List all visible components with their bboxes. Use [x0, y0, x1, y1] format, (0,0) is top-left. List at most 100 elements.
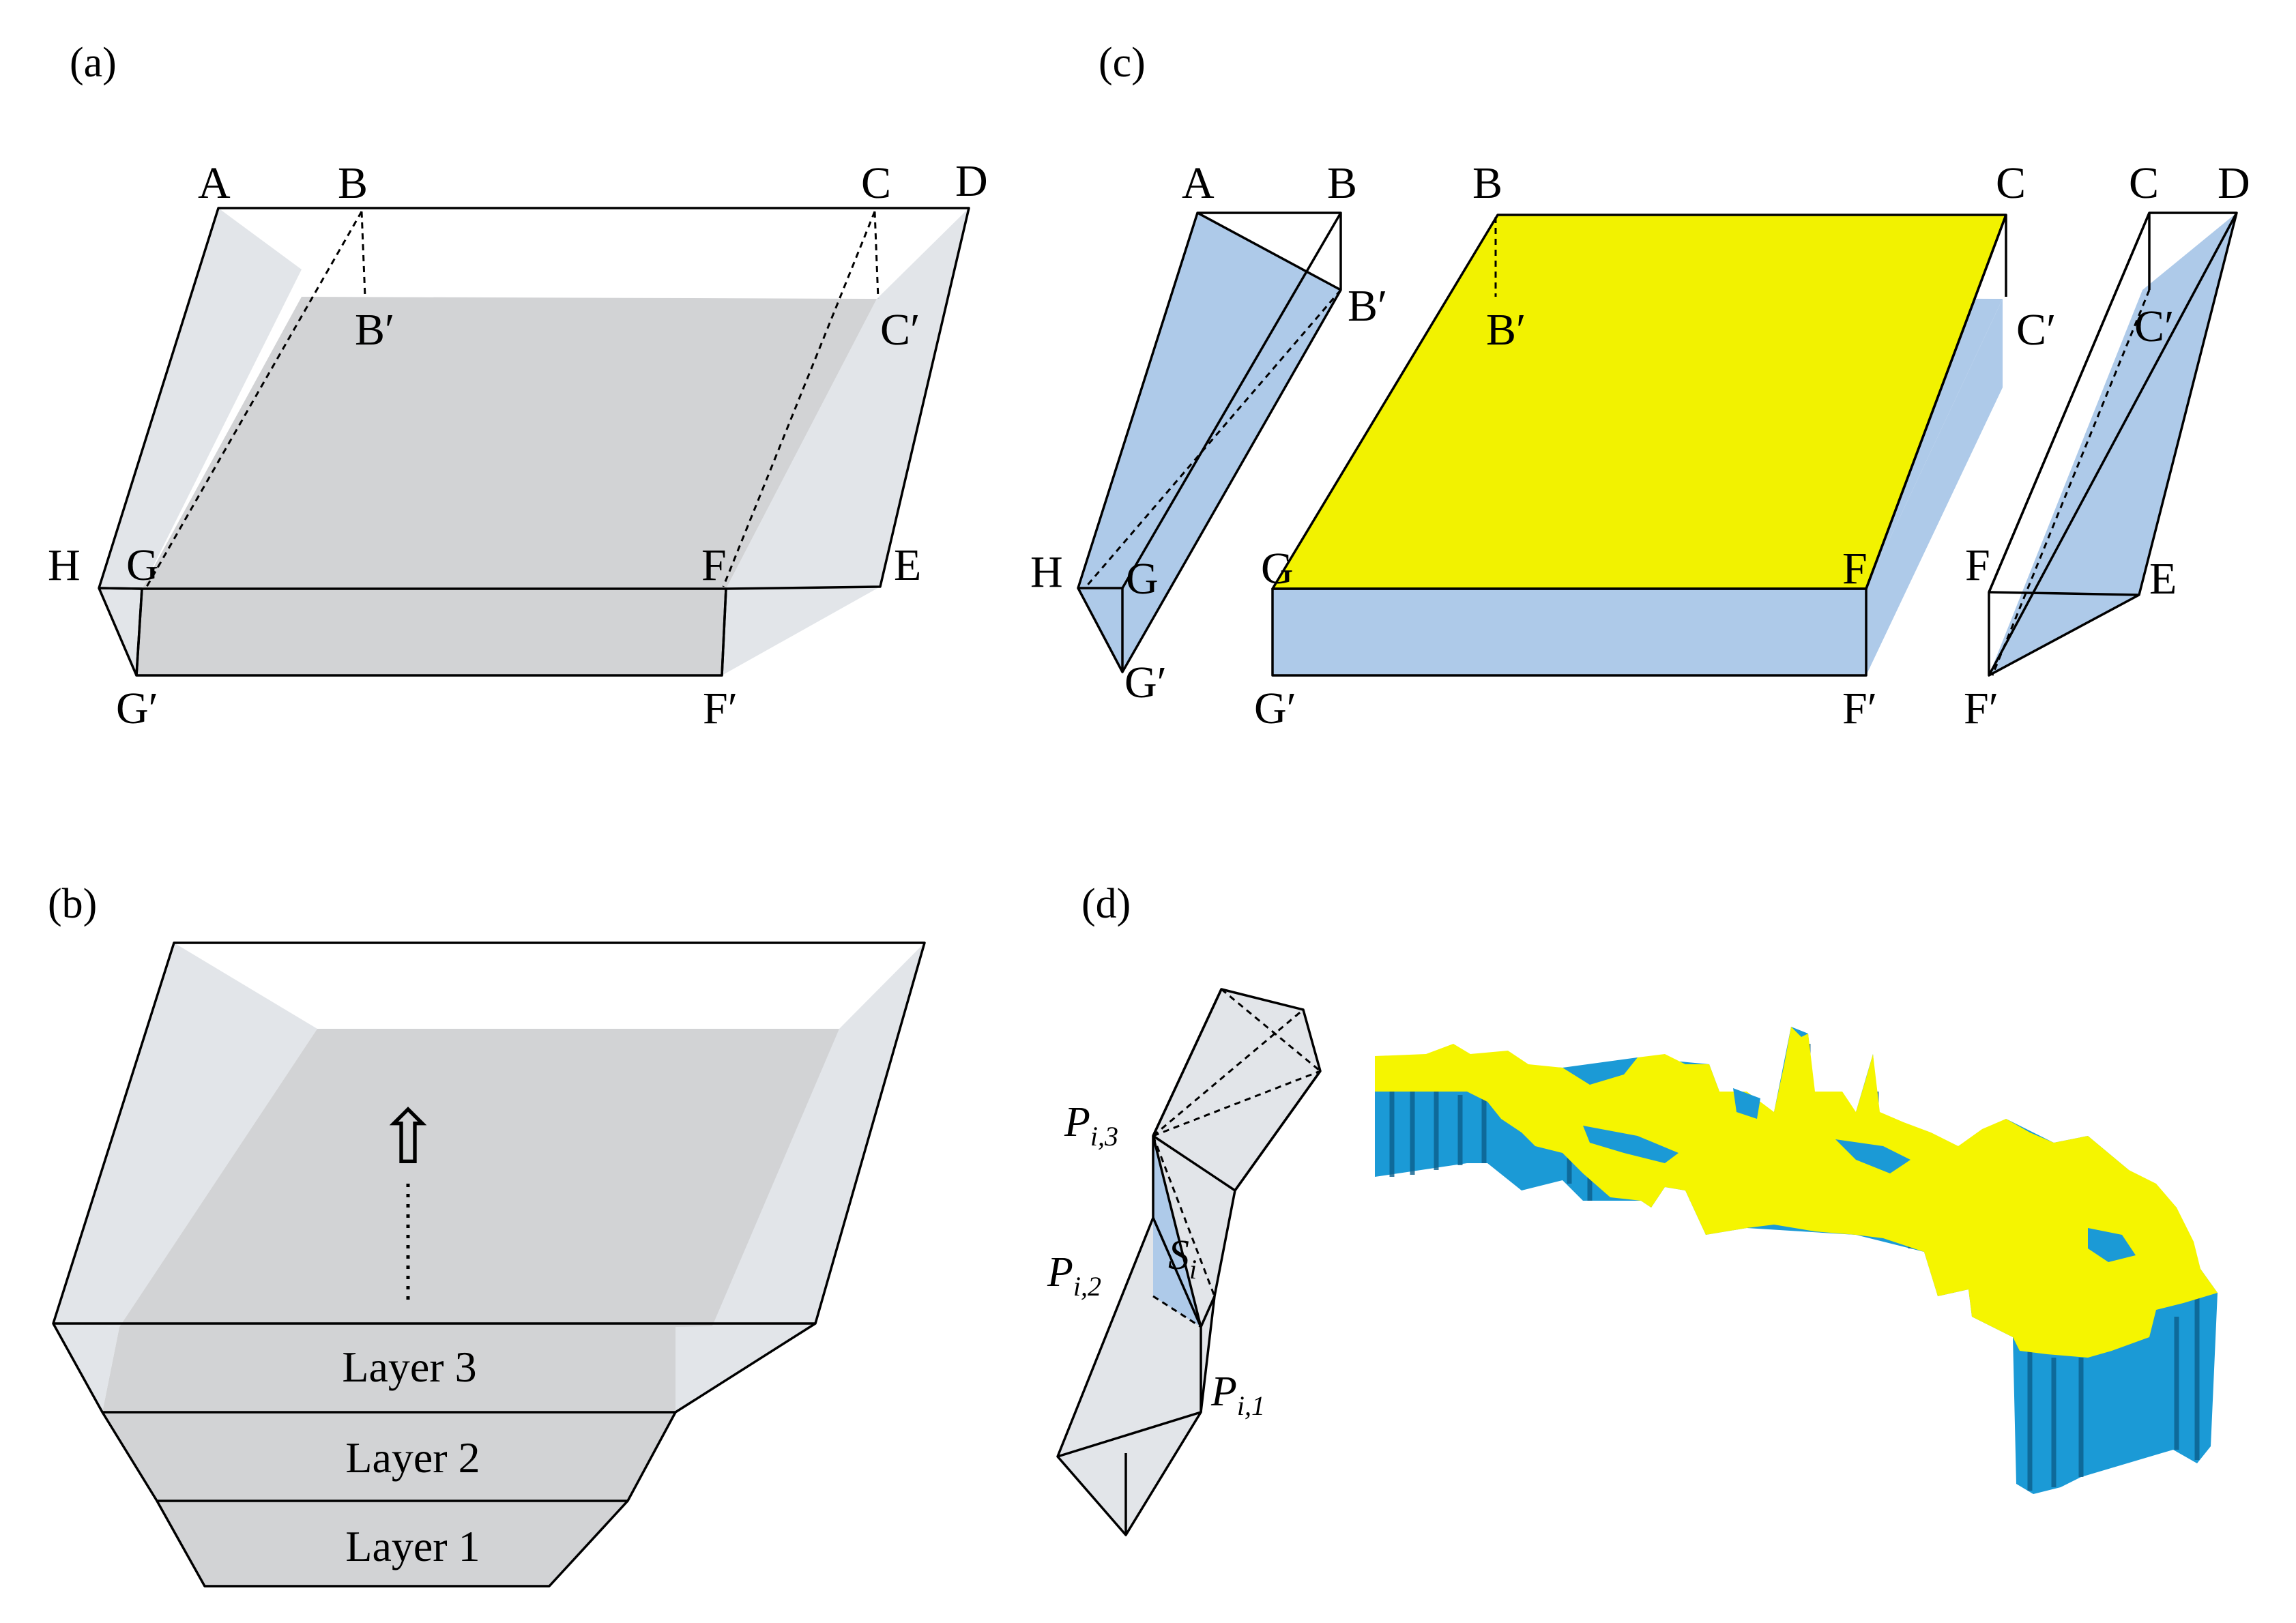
- right-wedge: C D C′ F E F′: [1964, 158, 2250, 733]
- label-s-i: Si: [1168, 1232, 1197, 1285]
- prism-edge-4: [1152, 1135, 1202, 1328]
- left-slope-face: [99, 208, 302, 589]
- c-label-e: E: [2149, 554, 2177, 604]
- layer-3-label: Layer 3: [342, 1343, 476, 1391]
- prism-edge-6: [1200, 1296, 1216, 1328]
- layer-1-label: Layer 1: [345, 1522, 480, 1570]
- panel-c: (c) A B B′ H G G′ B: [1030, 40, 2250, 733]
- label-p-i3: Pi,3: [1064, 1099, 1118, 1152]
- vertex-label-f: F: [701, 540, 727, 590]
- vertex-label-c: C: [861, 158, 891, 208]
- floor-face: [142, 297, 877, 589]
- edge-h-gprime: [98, 587, 138, 676]
- middle-right-edge: [1865, 214, 2007, 589]
- c-label-b-prime-mid: B′: [1486, 305, 1526, 355]
- vertex-label-d: D: [955, 156, 988, 206]
- left-wedge-b-g: [1121, 212, 1342, 589]
- c-label-c-mid: C: [1996, 158, 2026, 208]
- prism-dash-5: [1057, 1411, 1202, 1458]
- c-label-d: D: [2218, 158, 2250, 208]
- c-label-f-prime-right: F′: [1964, 684, 1999, 733]
- panel-a: (a) A B C D B′ C′ H G F E G′ F′: [48, 40, 988, 733]
- c-label-f-prime-mid: F′: [1842, 684, 1877, 733]
- c-label-b-mid: B: [1472, 158, 1502, 208]
- prism-dash-4: [1152, 1135, 1216, 1297]
- front-face: [136, 589, 726, 675]
- vertex-label-g-prime: G′: [116, 684, 158, 733]
- c-label-g-mid: G: [1261, 544, 1294, 594]
- vertex-label-g: G: [126, 540, 159, 590]
- model-inner-wall-4: [1733, 1088, 1760, 1119]
- left-wedge-diagonal: [1197, 211, 1341, 291]
- c-label-g-prime-mid: G′: [1254, 684, 1296, 733]
- layered-outline: [52, 941, 926, 1588]
- prism-dash-3: [1152, 1070, 1321, 1137]
- prism-edge-5: [1152, 1217, 1202, 1328]
- layer-floor: [102, 1029, 839, 1412]
- prism-edge-1: [1152, 989, 1223, 1137]
- right-wedge-c-f: [1988, 212, 2151, 593]
- panel-label-d: (d): [1081, 881, 1131, 927]
- prism-fill: [1058, 989, 1320, 1535]
- middle-top-face: [1273, 215, 2006, 589]
- vertex-label-a: A: [198, 158, 231, 208]
- label-p-i1: Pi,1: [1210, 1369, 1265, 1421]
- edge-f-fprime: [721, 588, 727, 676]
- layer-2-label: Layer 2: [345, 1433, 480, 1482]
- c-label-f-mid: F: [1842, 544, 1868, 594]
- model-inner-wall-2: [1835, 1139, 1910, 1173]
- layer2-face: [102, 1412, 675, 1501]
- middle-front-face: [1273, 589, 1866, 675]
- c-label-b-prime-left: B′: [1348, 281, 1387, 331]
- prism-edge-3: [1234, 1070, 1322, 1192]
- right-wedge-f-e: [1988, 591, 2140, 596]
- c-label-f-right: F: [1965, 540, 1990, 590]
- dash-c-f: [722, 211, 876, 587]
- dash-b-bprime: [360, 211, 366, 297]
- reservoir-3d-model: [1375, 1027, 2218, 1494]
- left-wedge-outline: [1077, 211, 1342, 673]
- middle-side-face: [1866, 299, 2003, 675]
- right-end-face: [722, 587, 880, 675]
- dash-c-cprime: [873, 211, 880, 299]
- right-wedge-d-fprime: [1988, 212, 2238, 676]
- c-label-h: H: [1030, 547, 1063, 597]
- middle-front-outline: [1271, 587, 1868, 677]
- model-top-surface: [1375, 1027, 2218, 1358]
- middle-block: B C B′ C′ G F G′ F′: [1254, 158, 2056, 733]
- c-label-g-prime-left: G′: [1124, 658, 1167, 707]
- vertex-label-e: E: [894, 540, 921, 590]
- model-inner-wall-3: [2088, 1228, 2136, 1262]
- c-label-c-prime-right: C′: [2134, 302, 2174, 351]
- vertex-label-c-prime: C′: [880, 305, 920, 355]
- prism-element: Pi,3 Pi,2 Pi,1 Si: [1047, 988, 1322, 1536]
- panel-label-a: (a): [70, 40, 117, 86]
- vertex-label-b: B: [338, 158, 368, 208]
- right-wedge-dash: [1991, 289, 2151, 676]
- panel-d: (d) Pi,3 Pi,2 Pi,1 Si: [1047, 881, 2218, 1536]
- c-label-a: A: [1182, 158, 1215, 208]
- right-slope-face: [726, 208, 969, 589]
- c-label-b-left: B: [1327, 158, 1357, 208]
- prism-dash-6: [1124, 1412, 1202, 1536]
- c-label-c-prime-mid: C′: [2016, 305, 2056, 355]
- edge-h-g: [98, 587, 143, 590]
- layer-left-end: [53, 1324, 119, 1412]
- c-label-c-right: C: [2129, 158, 2159, 208]
- label-p-i2: Pi,2: [1047, 1249, 1101, 1302]
- edge-g-gprime: [135, 588, 143, 676]
- up-arrow-icon: ⇧: [377, 1094, 439, 1181]
- prism-edge-2: [1152, 1135, 1236, 1192]
- vertex-label-f-prime: F′: [703, 684, 738, 733]
- left-wedge: A B B′ H G G′: [1030, 158, 1387, 707]
- panel-label-b: (b): [48, 881, 97, 927]
- left-end-face: [99, 588, 142, 675]
- panel-label-c: (c): [1099, 40, 1146, 86]
- vertex-label-b-prime: B′: [355, 305, 394, 355]
- layer1-face: [157, 1501, 628, 1586]
- c-label-g-left: G: [1126, 554, 1159, 604]
- model-inner-wall-1: [1583, 1126, 1679, 1163]
- vertex-label-h: H: [48, 540, 81, 590]
- prism-dash-7: [1152, 1295, 1202, 1328]
